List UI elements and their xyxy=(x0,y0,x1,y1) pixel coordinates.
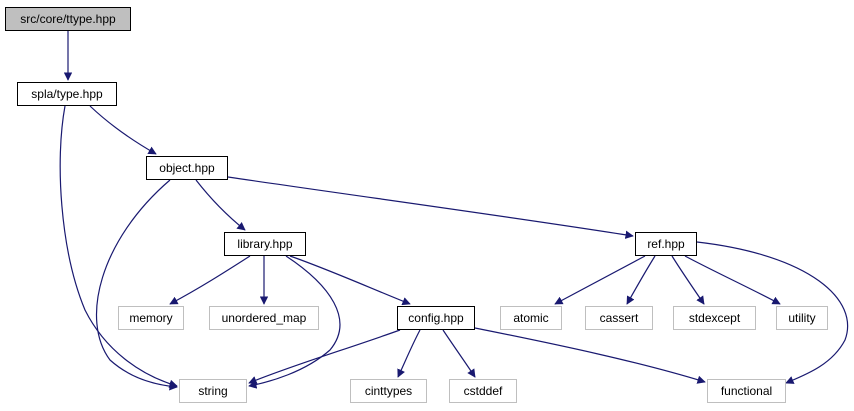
edge-ref-to-cassert xyxy=(626,255,656,305)
node-utility: utility xyxy=(776,306,828,330)
node-src-core-ttype-hpp: src/core/ttype.hpp xyxy=(5,7,131,31)
edge-config-to-cinttypes xyxy=(397,329,421,378)
node-string: string xyxy=(179,379,247,403)
edge-type-to-string xyxy=(59,105,178,388)
edge-config-to-cstddef xyxy=(442,329,476,378)
node-cstddef: cstddef xyxy=(449,379,517,403)
edge-config-to-functional xyxy=(474,327,706,384)
node-library-hpp[interactable]: library.hpp xyxy=(224,232,306,256)
edge-object-to-ref xyxy=(227,176,634,239)
edge-library-to-memory xyxy=(169,255,251,305)
edge-ref-to-stdexcept xyxy=(671,255,705,305)
node-functional: functional xyxy=(707,379,786,403)
edge-library-to-string xyxy=(248,255,341,389)
node-cassert: cassert xyxy=(585,306,653,330)
edge-ref-to-utility xyxy=(684,255,781,305)
edge-library-to-config xyxy=(289,255,411,306)
node-object-hpp[interactable]: object.hpp xyxy=(146,156,228,180)
node-ref-hpp[interactable]: ref.hpp xyxy=(635,232,697,256)
edge-object-to-library xyxy=(195,179,246,231)
node-spla-type-hpp[interactable]: spla/type.hpp xyxy=(17,82,117,106)
edge-ref-to-functional xyxy=(696,241,849,384)
node-unordered-map: unordered_map xyxy=(209,306,319,330)
edge-ref-to-atomic xyxy=(554,255,646,305)
edge-type-to-object xyxy=(89,105,157,155)
node-stdexcept: stdexcept xyxy=(673,306,756,330)
node-atomic: atomic xyxy=(500,306,562,330)
edge-object-to-string xyxy=(96,179,178,391)
node-cinttypes: cinttypes xyxy=(350,379,427,403)
node-memory: memory xyxy=(118,306,184,330)
edge-config-to-string xyxy=(248,329,401,384)
node-config-hpp[interactable]: config.hpp xyxy=(397,306,475,330)
